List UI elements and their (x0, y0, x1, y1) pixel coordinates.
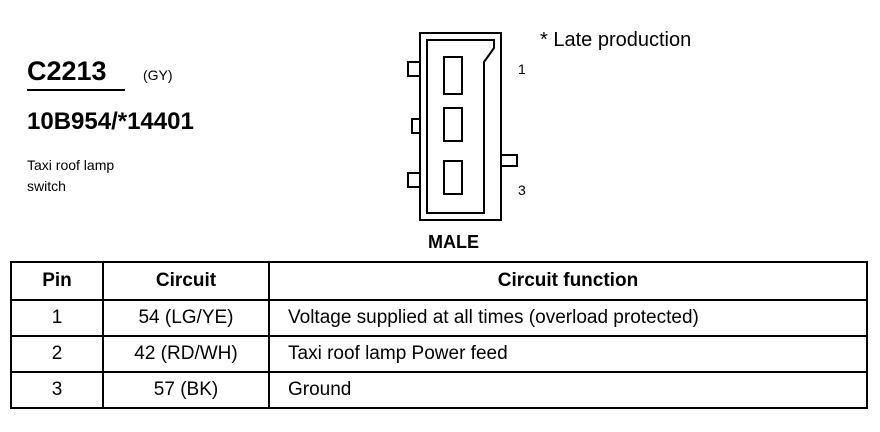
pin-label-3: 3 (518, 182, 526, 198)
connector-face-diagram (407, 32, 518, 221)
latch-tab-left-3 (407, 172, 421, 188)
table-header-row: Pin Circuit Circuit function (10, 261, 868, 301)
description-line-2: switch (27, 178, 66, 194)
function-cell: Ground (268, 371, 868, 409)
circuit-cell: 54 (LG/YE) (102, 299, 270, 337)
pin-cavity-3 (443, 160, 463, 195)
table-row: 2 42 (RD/WH) Taxi roof lamp Power feed (10, 335, 868, 373)
connector-color: (GY) (143, 67, 173, 83)
function-cell: Voltage supplied at all times (overload … (268, 299, 868, 337)
circuit-cell: 57 (BK) (102, 371, 270, 409)
pin-cavity-1 (443, 56, 463, 95)
connector-outer-body (419, 32, 502, 221)
table-row: 3 57 (BK) Ground (10, 371, 868, 409)
latch-tab-right (500, 154, 518, 167)
gender-label: MALE (428, 232, 479, 252)
function-cell: Taxi roof lamp Power feed (268, 335, 868, 373)
connector-code: C2213 (27, 56, 107, 86)
column-header-circuit: Circuit (102, 261, 270, 301)
pin-cell: 2 (10, 335, 104, 373)
pin-label-1: 1 (518, 61, 526, 77)
part-number: 10B954/*14401 (27, 108, 194, 135)
connector-code-underline (27, 89, 125, 91)
pin-cavity-2 (443, 107, 463, 142)
circuit-cell: 42 (RD/WH) (102, 335, 270, 373)
column-header-pin: Pin (10, 261, 104, 301)
pin-table: Pin Circuit Circuit function 1 54 (LG/YE… (10, 261, 868, 409)
table-row: 1 54 (LG/YE) Voltage supplied at all tim… (10, 299, 868, 337)
column-header-function: Circuit function (268, 261, 868, 301)
description-line-1: Taxi roof lamp (27, 157, 115, 173)
pin-cell: 1 (10, 299, 104, 337)
latch-tab-left-2 (411, 118, 421, 134)
latch-tab-left-1 (407, 61, 421, 77)
connector-inner-body (426, 39, 495, 214)
pin-cell: 3 (10, 371, 104, 409)
late-production-note: * Late production (540, 29, 692, 51)
